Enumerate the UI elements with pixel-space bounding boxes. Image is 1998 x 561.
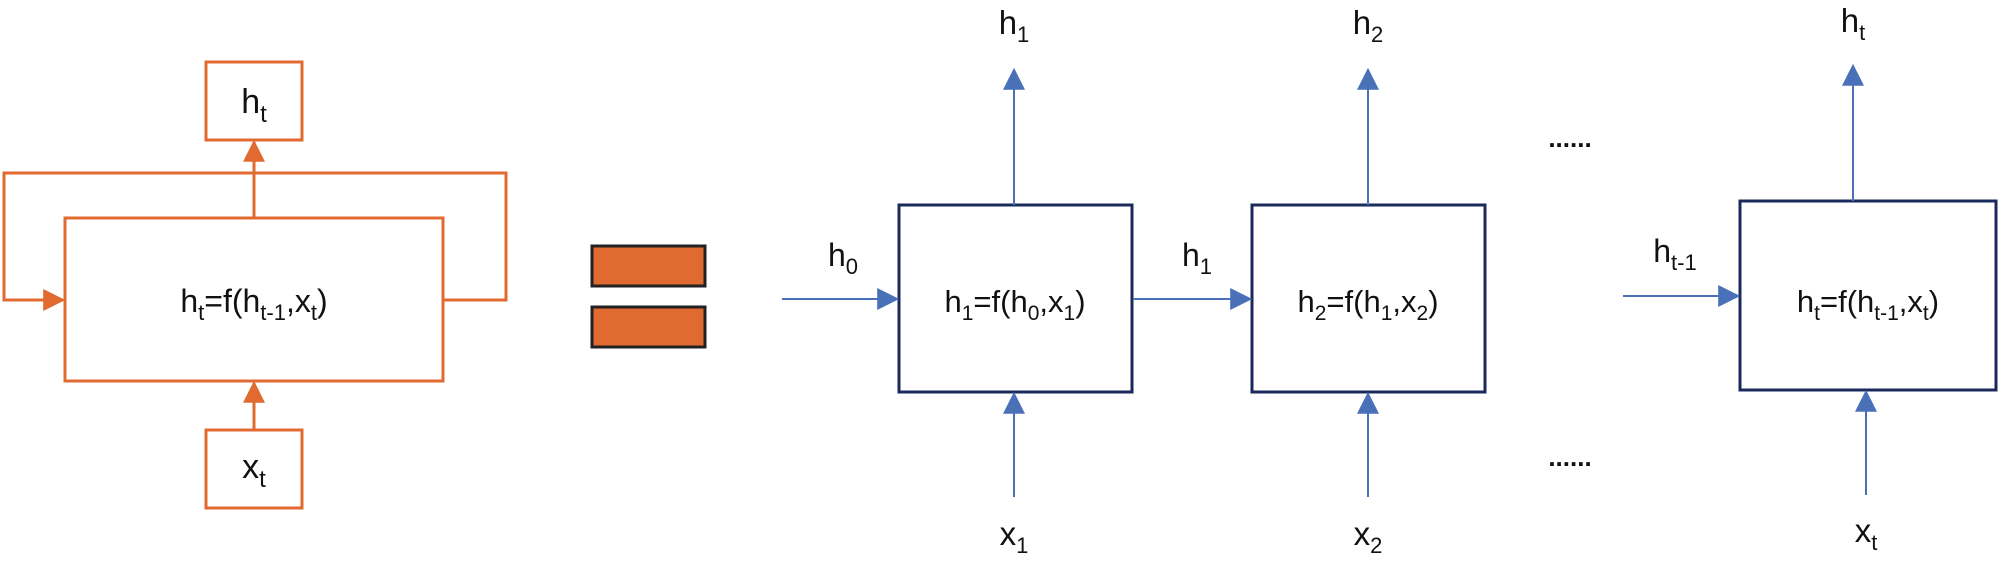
state-label-h1: h1 bbox=[1182, 237, 1212, 279]
output-label-2: h2 bbox=[1353, 4, 1384, 47]
ellipsis-top: ...... bbox=[1548, 123, 1591, 153]
folded-rnn: ht ht=f(ht-1,xt) xt bbox=[2, 60, 508, 510]
folded-input-label: xt bbox=[242, 448, 266, 493]
folded-recurrent-loop bbox=[2, 171, 508, 311]
ellipsis-bottom: ...... bbox=[1548, 442, 1591, 472]
state-label-h0: h0 bbox=[828, 237, 858, 279]
equals-sign bbox=[590, 244, 707, 349]
unrolled-cell-1-equation: h1=f(h0,x1) bbox=[944, 284, 1085, 325]
output-label-t: ht bbox=[1841, 2, 1865, 45]
unrolled-cell-t-equation: ht=f(ht-1,xt) bbox=[1797, 284, 1939, 325]
state-label-ht-1: ht-1 bbox=[1653, 233, 1696, 275]
equals-bar-top bbox=[590, 244, 707, 288]
input-label-t: xt bbox=[1855, 512, 1878, 555]
unrolled-cell-2 bbox=[1250, 203, 1487, 394]
folded-output-box bbox=[204, 60, 304, 142]
output-label-1: h1 bbox=[999, 4, 1030, 47]
equals-bar-bottom bbox=[590, 305, 707, 349]
folded-output-label: ht bbox=[241, 83, 267, 128]
folded-cell-equation: ht=f(ht-1,xt) bbox=[180, 283, 327, 325]
unrolled-rnn: h1=f(h0,x1) h2=f(h1,x2) ht=f(ht-1,xt) h0… bbox=[782, 2, 1998, 558]
input-label-1: x1 bbox=[1000, 515, 1029, 558]
unrolled-cell-2-equation: h2=f(h1,x2) bbox=[1297, 284, 1438, 325]
unrolled-cell-t bbox=[1738, 199, 1998, 392]
input-label-2: x2 bbox=[1354, 515, 1383, 558]
